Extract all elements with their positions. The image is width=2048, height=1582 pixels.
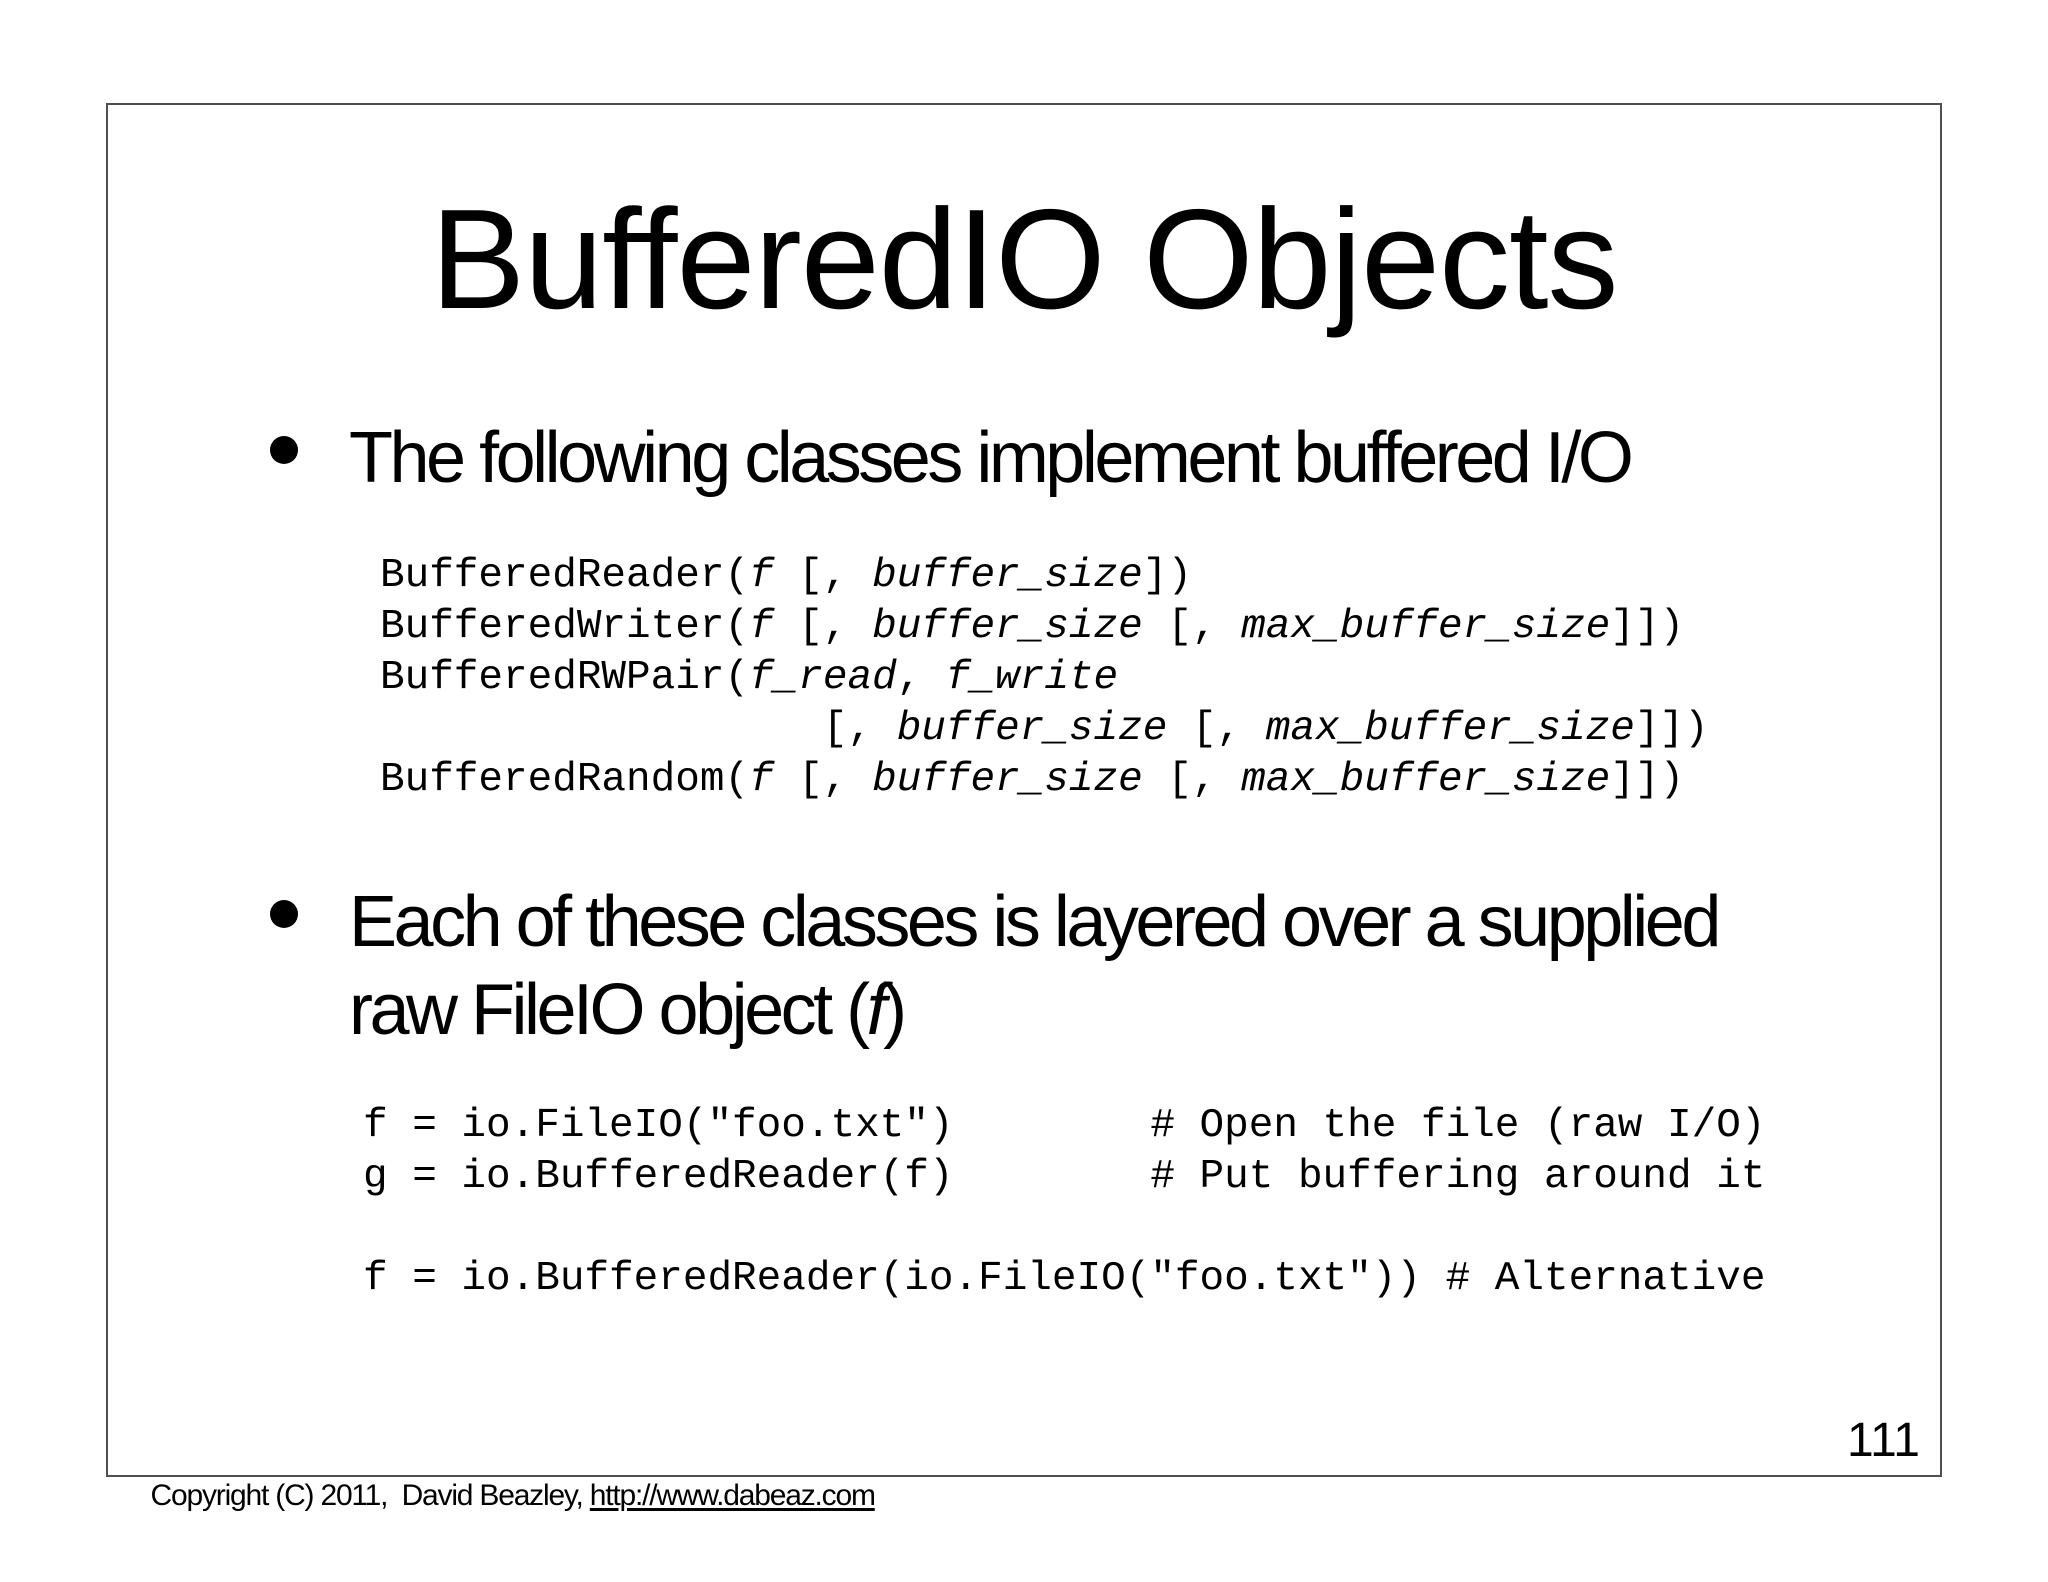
text-line: Each of these classes is layered over a …: [349, 882, 1721, 962]
text-line: g = io.BufferedReader(f) # Put buffering…: [363, 1154, 1766, 1200]
code-block-example: f = io.FileIO("foo.txt") # Open the file…: [363, 1101, 1765, 1305]
slide-footer: Copyright (C) 2011, David Beazley, http:…: [122, 1445, 876, 1547]
code-block-signatures: BufferedReader(f [, buffer_size]) Buffere…: [380, 551, 1709, 806]
bullet-item-1: The following classes implement buffered…: [270, 414, 1634, 502]
slide: BufferedIO Objects The following classes…: [106, 103, 1942, 1512]
text-line: [363, 1203, 1765, 1254]
bullet-item-2: Each of these classes is layered over a …: [270, 878, 1721, 1054]
bullet-text: The following classes implement buffered…: [349, 418, 1634, 498]
text-line: [, buffer_size [, max_buffer_size]]): [380, 706, 1709, 752]
bullet-text: Each of these classes is layered over a …: [349, 878, 1721, 1054]
page-number: 111: [1847, 1414, 1920, 1467]
text-line: BufferedReader(f [, buffer_size]): [380, 553, 1192, 599]
text-line: BufferedWriter(f [, buffer_size [, max_b…: [380, 604, 1685, 650]
text-line: BufferedRandom(f [, buffer_size [, max_b…: [380, 757, 1685, 803]
slide-title: BufferedIO Objects: [430, 180, 1619, 339]
copyright-text: Copyright (C) 2011, David Beazley,: [150, 1479, 590, 1512]
text-line: BufferedRWPair(f_read, f_write: [380, 655, 1119, 701]
bullet-icon: [270, 900, 298, 928]
text-line: f = io.BufferedReader(io.FileIO("foo.txt…: [363, 1256, 1766, 1302]
text-line: raw FileIO object (f): [349, 970, 907, 1050]
bullet-icon: [270, 436, 298, 464]
text-line: f = io.FileIO("foo.txt") # Open the file…: [363, 1103, 1766, 1149]
footer-link[interactable]: http://www.dabeaz.com: [589, 1479, 876, 1512]
